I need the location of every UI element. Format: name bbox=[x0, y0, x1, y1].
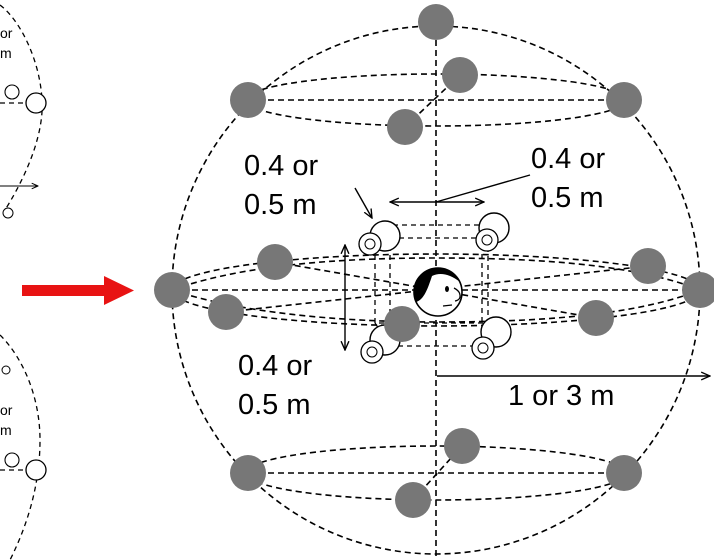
transition-arrow bbox=[22, 276, 134, 305]
speaker-top bbox=[418, 4, 454, 40]
depth-label: 0.5 m bbox=[244, 189, 317, 221]
partial-label: m bbox=[0, 45, 12, 61]
near-speaker-icon bbox=[358, 220, 401, 256]
partial-label: m bbox=[0, 422, 12, 438]
partial-label: or bbox=[0, 25, 13, 41]
near-speaker-icon bbox=[471, 316, 512, 360]
speaker-lower-right bbox=[606, 455, 642, 491]
speaker-upper-left bbox=[230, 82, 266, 118]
dimension-markers bbox=[345, 174, 710, 376]
labels: 0.4 or 0.5 m 0.4 or 0.5 m 0.4 or 0.5 m 1… bbox=[238, 143, 614, 421]
speaker-lower-front bbox=[395, 482, 431, 518]
depth-leader-arrow bbox=[354, 187, 372, 218]
width-label: 0.4 or bbox=[531, 143, 605, 175]
speaker-lower-left bbox=[230, 455, 266, 491]
width-leader-line bbox=[435, 174, 531, 203]
speaker-lower-back bbox=[444, 428, 480, 464]
left-partial-panel: or m or m bbox=[0, 4, 47, 560]
far-field-speakers bbox=[154, 4, 714, 518]
speaker-upper-front bbox=[387, 109, 423, 145]
speaker-upper-right bbox=[606, 82, 642, 118]
speaker-left bbox=[154, 272, 190, 308]
partial-speaker-icon bbox=[25, 459, 47, 481]
radius-label: 1 or 3 m bbox=[508, 380, 614, 412]
speaker-right bbox=[682, 272, 714, 308]
partial-speaker-icon bbox=[25, 92, 47, 114]
speaker-mid-back-right bbox=[630, 248, 666, 284]
speaker-mid-front bbox=[384, 306, 420, 342]
speaker-mid-front-left bbox=[208, 294, 244, 330]
width-label: 0.5 m bbox=[531, 182, 604, 214]
height-label: 0.4 or bbox=[238, 350, 312, 382]
partial-label: or bbox=[0, 402, 13, 418]
depth-label: 0.4 or bbox=[244, 150, 318, 182]
speaker-mid-front-right bbox=[578, 300, 614, 336]
speaker-mid-back-left bbox=[257, 244, 293, 280]
speaker-upper-back bbox=[442, 57, 478, 93]
height-label: 0.5 m bbox=[238, 389, 311, 421]
listener-head-icon bbox=[413, 267, 463, 317]
near-speaker-icon bbox=[475, 212, 510, 252]
